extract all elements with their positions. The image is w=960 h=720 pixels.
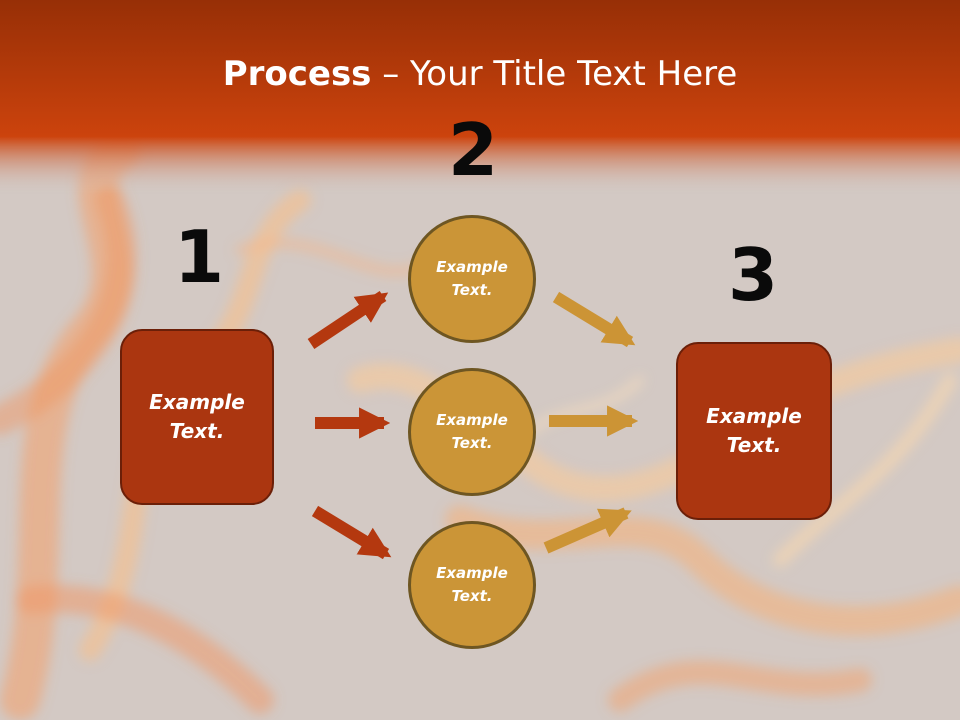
bottom-circle: Example Text.	[408, 521, 536, 649]
top-circle-text: Example Text.	[436, 258, 508, 299]
top-circle: Example Text.	[408, 215, 536, 343]
slide-title: Process – Your Title Text Here	[0, 52, 960, 96]
step-number-1: 1	[173, 215, 225, 299]
left-box-text: Example Text.	[149, 390, 245, 443]
middle-circle: Example Text.	[408, 368, 536, 496]
step-number-2: 2	[447, 108, 499, 192]
right-process-box: Example Text.	[676, 342, 832, 520]
bottom-circle-text: Example Text.	[436, 564, 508, 605]
step-number-3: 3	[727, 233, 779, 317]
middle-circle-text: Example Text.	[436, 411, 508, 452]
title-bold: Process	[222, 54, 372, 94]
right-box-text: Example Text.	[706, 404, 802, 457]
left-process-box: Example Text.	[120, 329, 274, 505]
title-rest: – Your Title Text Here	[371, 54, 738, 94]
